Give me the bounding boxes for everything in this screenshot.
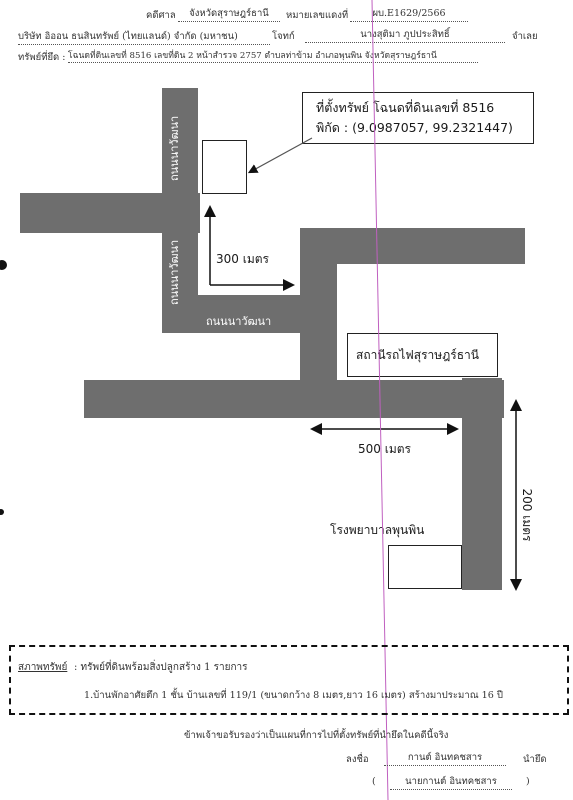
property-parcel: [202, 140, 247, 194]
court-value: จังหวัดสุราษฎร์ธานี: [178, 6, 280, 22]
property-callout: [302, 92, 534, 144]
paren-open: (: [372, 776, 376, 787]
signer-name: นายกานต์ อินทคชสาร: [390, 774, 512, 790]
court-label: คดีศาล: [146, 10, 176, 21]
condition-detail: 1.บ้านพักอาศัยตึก 1 ชั้น บ้านเลขที่ 119/…: [84, 690, 504, 701]
callout-title: ที่ตั้งทรัพย์ โฉนดที่ดินเลขที่ 8516: [316, 100, 495, 115]
road-label-horizontal: ถนนนาวัฒนา: [206, 315, 272, 328]
margin-line: [371, 0, 389, 800]
property-value: โฉนดที่ดินเลขที่ 8516 เลขที่ดิน 2 หน้าสำ…: [68, 48, 478, 63]
hospital-label: โรงพยาบาลพุนพิน: [330, 523, 425, 537]
punch-hole-bottom: [0, 509, 4, 515]
signer-role: นำยึด: [523, 754, 547, 765]
road-vertical-right: [462, 378, 502, 590]
property-label: ทรัพย์ที่ยึด :: [18, 52, 66, 63]
road-horizontal-right: [300, 228, 525, 264]
plaintiff-label: โจทก์: [272, 31, 295, 42]
distance-500-label: 500 เมตร: [358, 442, 411, 456]
condition-box: [9, 645, 569, 715]
condition-label: สภาพทรัพย์: [18, 662, 68, 673]
certification-text: ข้าพเจ้าขอรับรองว่าเป็นแผนที่การไปที่ตั้…: [184, 730, 449, 741]
punch-hole-top: [0, 260, 7, 270]
condition-summary: : ทรัพย์ที่ดินพร้อมสิ่งปลูกสร้าง 1 รายกา…: [74, 662, 248, 673]
station-box: [347, 333, 498, 377]
defendant-name: นางสุติมา ภูปประสิทธิ์: [305, 27, 505, 43]
case-number-value: ผบ.E1629/2566: [350, 6, 468, 22]
defendant-label: จำเลย: [512, 31, 538, 42]
road-vertical-center: [300, 228, 337, 383]
station-label: สถานีรถไฟสุราษฎร์ธานี: [356, 348, 479, 362]
distance-300-label: 300 เมตร: [216, 252, 269, 266]
road-horizontal-top: [20, 193, 200, 233]
case-number-label: หมายเลขแดงที่: [286, 10, 349, 21]
callout-coordinates: พิกัด : (9.0987057, 99.2321447): [316, 120, 513, 135]
callout-pointer: [247, 137, 313, 174]
plaintiff-name: บริษัท อิออน ธนสินทรัพย์ (ไทยแลนด์) จำกั…: [18, 29, 270, 45]
hospital-box: [388, 545, 462, 589]
signature: กานต์ อินทคชสาร: [384, 750, 506, 766]
sign-label: ลงชื่อ: [346, 754, 369, 765]
paren-close: ): [526, 776, 530, 787]
road-horizontal-main: [84, 380, 504, 418]
